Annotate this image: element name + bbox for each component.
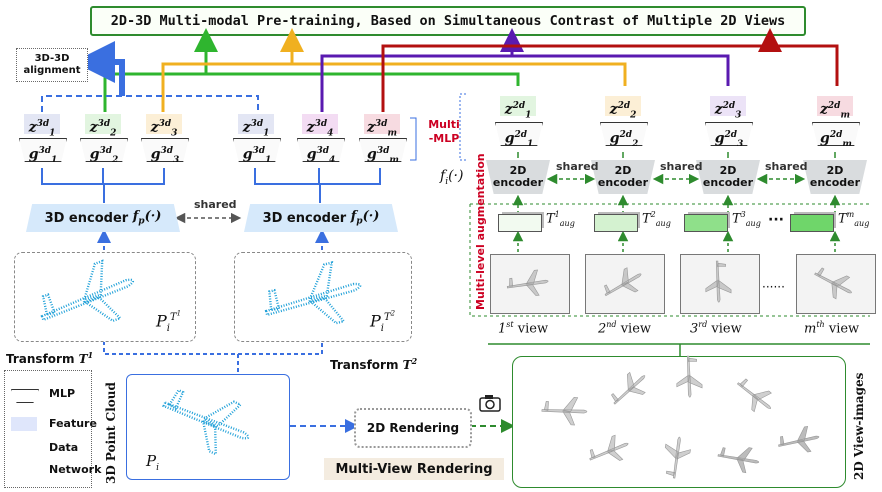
z3d-sup: 3d <box>314 119 328 129</box>
z3d-sup: 3d <box>158 119 172 129</box>
shared-label-2d-2: shared <box>660 160 703 173</box>
aug-label: T3aug <box>732 210 761 228</box>
legend-mlp-icon <box>11 389 39 403</box>
encoder-3d-right: 3D encoder fp(·) <box>244 204 398 232</box>
g3d-sup: 3d <box>376 146 390 156</box>
g3d-mlp: g3d1 <box>233 138 281 162</box>
z3d-label: z3d2 <box>85 114 121 138</box>
view-image-3 <box>680 254 760 314</box>
z2d-label: z2dm <box>817 96 853 120</box>
aug-label: Tmaug <box>838 210 870 228</box>
multi-view-images-box <box>512 356 846 488</box>
aug-feature-block <box>684 214 728 232</box>
g3d-sup: 3d <box>316 146 330 156</box>
z3d-label: z3d4 <box>302 114 338 138</box>
g2d-sup: 2d <box>514 130 528 140</box>
g3d-mlp: g3d3 <box>141 138 189 162</box>
encoder-2d-2: 2D encoder <box>591 160 655 194</box>
z3d-sup: 3d <box>374 119 388 129</box>
view-label: 3rd view <box>690 320 742 337</box>
g2d-mlp: g2d1 <box>495 122 543 146</box>
encoder-3d-left: 3D encoder fp(·) <box>26 204 180 232</box>
z2d-sup: 2d <box>512 101 526 111</box>
z3d-label: z3d1 <box>24 114 60 138</box>
transform-t2-label: Transform T2 <box>330 356 418 372</box>
z2d-sup: 2d <box>827 101 841 111</box>
z3d-sup: 3d <box>36 119 50 129</box>
multi-level-augmentation-label: Multi-level augmentation <box>474 153 487 310</box>
shared-label-3d: shared <box>194 198 237 211</box>
view-label: 1st view <box>498 320 549 337</box>
g2d-sup: 2d <box>724 130 738 140</box>
fi-label: fi(·) <box>440 168 464 187</box>
pc-label-t2: PiT2 <box>370 310 396 334</box>
rendering-box: 2D Rendering <box>354 408 472 448</box>
view-images-side-label: 2D View-images <box>852 372 866 480</box>
multi-mlp-label: Multi -MLP <box>428 118 460 145</box>
shared-label-2d-3: shared <box>765 160 808 173</box>
z3d-sup: 3d <box>250 119 264 129</box>
camera-icon <box>479 395 501 412</box>
input-point-cloud-box <box>126 374 290 480</box>
z3d-label: z3d1 <box>238 114 274 138</box>
aug-feature-block <box>790 214 834 232</box>
aug-label: T2aug <box>642 210 671 228</box>
view-image-2 <box>585 254 665 314</box>
aug-feature-block <box>594 214 638 232</box>
z2d-label: z2d2 <box>605 96 641 120</box>
g3d-mlp: g3d1 <box>19 138 67 162</box>
encoder-2d-1: 2D encoder <box>486 160 550 194</box>
pc-label-t1: PiT1 <box>156 310 182 334</box>
view-image-1 <box>490 254 570 314</box>
transform-t1-label: Transform T1 <box>6 350 94 366</box>
encoder-2d-3: 2D encoder <box>696 160 760 194</box>
g2d-sup: 2d <box>619 130 633 140</box>
g2d-mlp: g2d2 <box>600 122 648 146</box>
g3d-mlp: g3d2 <box>80 138 128 162</box>
legend-feature-swatch <box>11 417 37 431</box>
shared-label-2d-1: shared <box>556 160 599 173</box>
g3d-sup: 3d <box>99 146 113 156</box>
z3d-sup: 3d <box>97 119 111 129</box>
z2d-sup: 2d <box>722 101 736 111</box>
g2d-mlp: g2dm <box>812 122 860 146</box>
z2d-label: z2d1 <box>500 96 536 120</box>
view-label: 2nd view <box>598 320 652 337</box>
g3d-mlp: g3dm <box>359 138 407 162</box>
pi-label: Pi <box>146 452 159 473</box>
g3d-sup: 3d <box>38 146 52 156</box>
g3d-sup: 3d <box>252 146 266 156</box>
z2d-sup: 2d <box>617 101 631 111</box>
z2d-label: z2d3 <box>710 96 746 120</box>
multi-view-rendering-label: Multi-View Rendering <box>324 458 504 480</box>
g2d-mlp: g2d3 <box>705 122 753 146</box>
point-cloud-side-label: 3D Point Cloud <box>104 382 118 484</box>
z3d-label: z3d3 <box>146 114 182 138</box>
legend-network-label: Network <box>49 463 102 476</box>
aug-ellipsis: ··· <box>768 212 784 228</box>
z3d-label: z3dm <box>364 114 400 138</box>
legend: MLP Feature Data Network <box>4 370 101 488</box>
legend-feature-label: Feature <box>49 417 97 430</box>
aug-label: T1aug <box>546 210 575 228</box>
view-image-m <box>796 254 876 314</box>
encoder-2d-m: 2D encoder <box>803 160 867 194</box>
g2d-sup: 2d <box>829 130 843 140</box>
aug-feature-block <box>498 214 542 232</box>
view-ellipsis: ······ <box>762 280 785 294</box>
g3d-mlp: g3d4 <box>297 138 345 162</box>
legend-mlp-label: MLP <box>49 387 76 400</box>
view-label: mth view <box>804 320 860 337</box>
legend-data-label: Data <box>49 441 79 454</box>
g3d-sup: 3d <box>160 146 174 156</box>
alignment-box: 3D-3D alignment <box>16 48 88 82</box>
